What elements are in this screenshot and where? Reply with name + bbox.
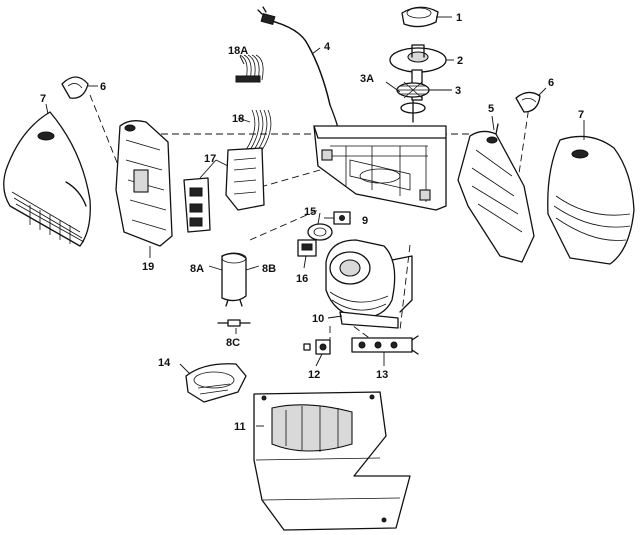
callout-labels: 1 2 3 3A 4 5 6 6 7 7 8A 8B 8C 9 10 11 12… [40, 12, 584, 433]
callout-6-left: 6 [100, 81, 106, 93]
part-6-left-lens [61, 76, 89, 99]
part-15-socket-ring [307, 223, 333, 241]
callout-5: 5 [488, 103, 494, 115]
callout-7-left: 7 [40, 93, 46, 105]
part-11-light-panel [253, 391, 411, 531]
part-4-power-cord [257, 6, 339, 129]
callout-12: 12 [308, 369, 320, 381]
part-12-travel-module [303, 339, 331, 355]
part-18-harness [245, 109, 272, 151]
callout-14: 14 [158, 357, 171, 369]
callout-7-right: 7 [578, 109, 584, 121]
callout-15: 15 [304, 206, 316, 218]
part-7-left-cover [3, 111, 91, 247]
part-9-switch [333, 211, 351, 225]
callout-4: 4 [324, 41, 331, 53]
callout-2: 2 [457, 55, 463, 67]
callout-19: 19 [142, 261, 154, 273]
callout-18: 18 [232, 113, 244, 125]
chassis-frame [313, 125, 447, 211]
part-17-logic-board [183, 147, 265, 233]
part-14-light-socket [185, 363, 247, 403]
part-1-cap [401, 6, 439, 28]
callout-1: 1 [456, 12, 462, 24]
callout-3: 3 [455, 85, 461, 97]
part-5-right-panel [457, 123, 535, 263]
leader-lines [45, 16, 585, 427]
callout-13: 13 [376, 369, 388, 381]
callout-8b: 8B [262, 263, 276, 275]
callout-3a: 3A [360, 73, 374, 85]
part-19-left-panel [115, 120, 173, 247]
callout-10: 10 [312, 313, 324, 325]
part-3-gear [396, 69, 430, 123]
part-10-motor [325, 239, 413, 329]
callout-8c: 8C [226, 337, 240, 349]
part-7-right-cover [547, 135, 635, 265]
callout-9: 9 [362, 215, 368, 227]
part-8-capacitor [221, 252, 247, 307]
part-16-terminal [297, 239, 317, 257]
callout-18a: 18A [228, 45, 248, 57]
callout-16: 16 [296, 273, 308, 285]
part-6-right-lens [515, 91, 541, 113]
part-18a-harness [235, 54, 264, 83]
part-8c-resistor [217, 319, 251, 327]
callout-8a: 8A [190, 263, 204, 275]
callout-17: 17 [204, 153, 216, 165]
callout-11: 11 [234, 421, 246, 433]
callout-6-right: 6 [548, 77, 554, 89]
part-2-bearing-plate [389, 44, 447, 73]
part-13-switch-assembly [351, 335, 419, 355]
